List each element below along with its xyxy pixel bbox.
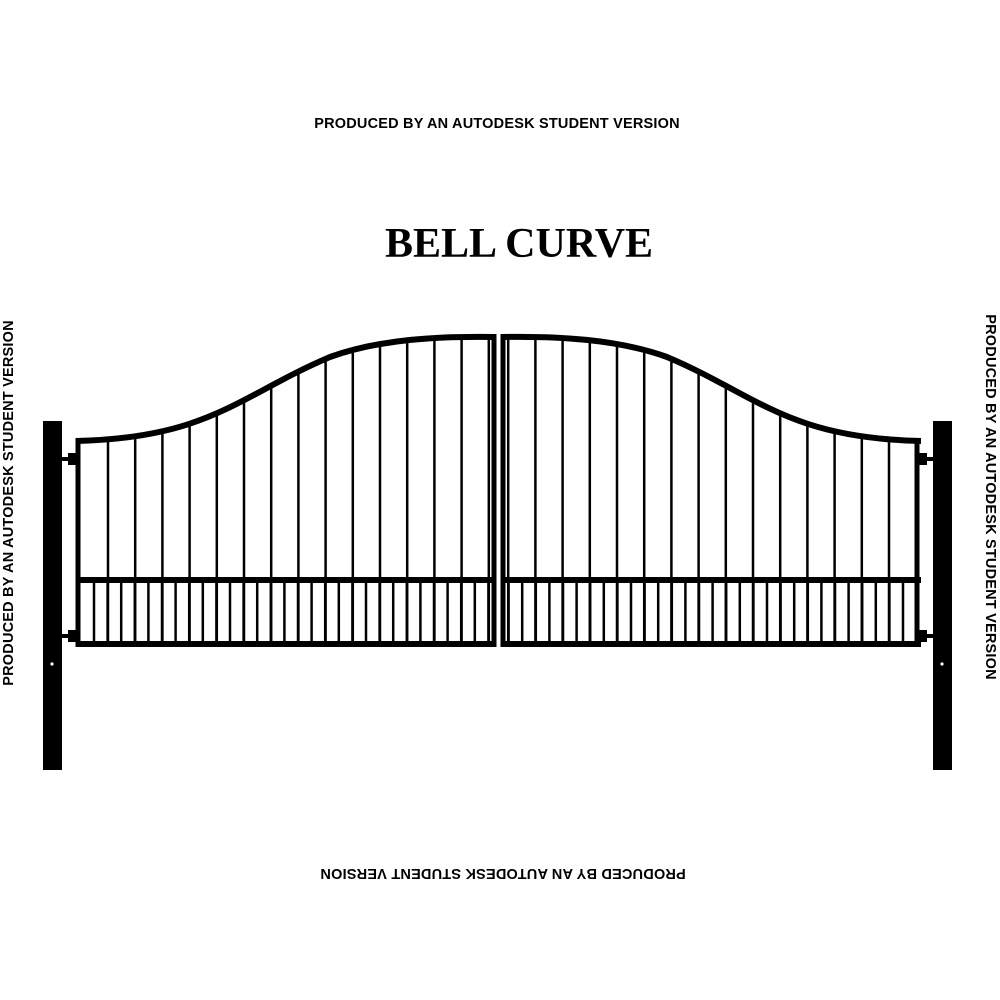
watermark-top: PRODUCED BY AN AUTODESK STUDENT VERSION bbox=[314, 116, 680, 132]
left-gate-leaf bbox=[75, 333, 497, 647]
right-bottom-pickets bbox=[507, 580, 905, 644]
left-post bbox=[43, 421, 62, 770]
right-post bbox=[933, 421, 952, 770]
left-bottom-pickets bbox=[92, 580, 490, 644]
watermark-left: PRODUCED BY AN AUTODESK STUDENT VERSION bbox=[1, 320, 17, 686]
hinges bbox=[62, 453, 933, 642]
right-top-rail bbox=[501, 333, 922, 444]
left-post-bolt bbox=[50, 662, 54, 666]
right-post-bolt bbox=[940, 662, 944, 666]
left-top-rail bbox=[75, 333, 496, 444]
drawing-title: BELL CURVE bbox=[385, 221, 653, 267]
watermark-right: PRODUCED BY AN AUTODESK STUDENT VERSION bbox=[982, 314, 998, 680]
right-gate-leaf bbox=[500, 333, 922, 647]
watermark-bottom: PRODUCED BY AN AUTODESK STUDENT VERSION bbox=[320, 865, 686, 881]
